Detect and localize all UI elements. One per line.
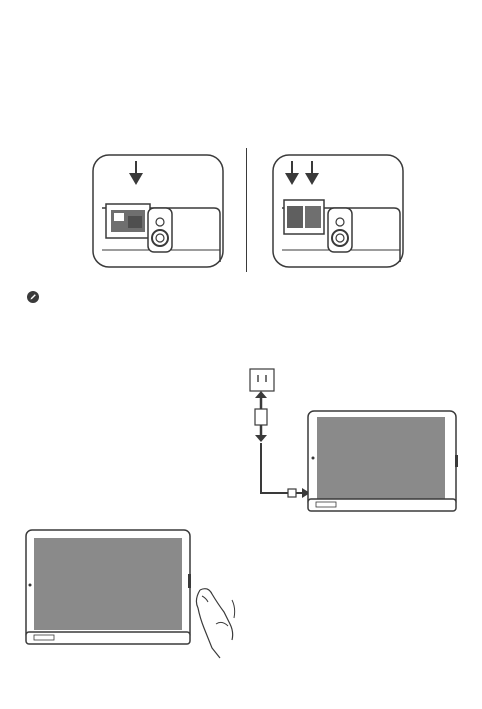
divider xyxy=(246,148,247,272)
power-on-illustration xyxy=(24,528,236,660)
sim-tray-single-illustration xyxy=(92,152,224,270)
arrow-down-icon xyxy=(284,161,300,185)
arrow-down-icon xyxy=(128,161,144,185)
note-pencil-icon xyxy=(27,291,39,303)
charging-illustration xyxy=(244,365,460,517)
arrow-down-icon xyxy=(304,161,320,185)
